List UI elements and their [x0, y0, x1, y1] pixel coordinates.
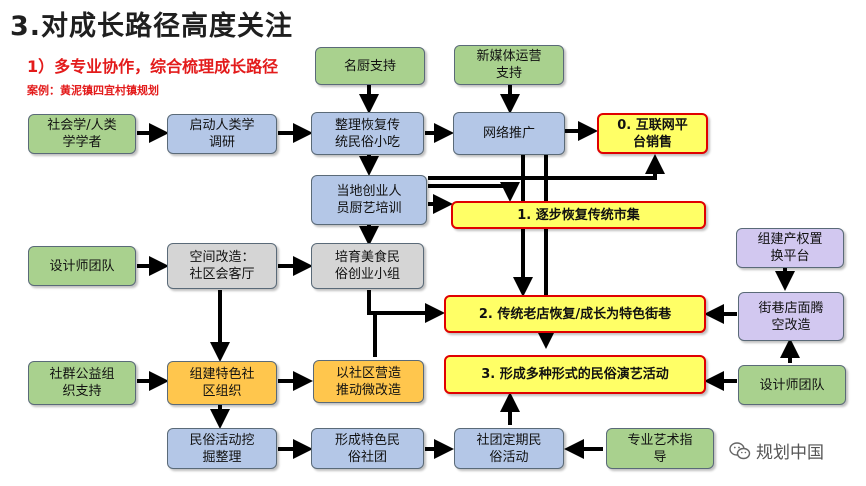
node-folk-mining: 民俗活动挖 掘整理 — [167, 428, 277, 469]
node-food-groups: 培育美食民 俗创业小组 — [311, 243, 424, 289]
node-folk-clubs: 形成特色民 俗社团 — [311, 428, 424, 469]
node-designer-team-1: 设计师团队 — [28, 246, 136, 286]
node-art-guidance: 专业艺术指 导 — [606, 428, 714, 469]
case-label: 案例：黄泥镇四宜村镇规划 — [27, 84, 159, 97]
node-designer-team-2: 设计师团队 — [738, 365, 846, 405]
node-welfare-orgs: 社群公益组 织支持 — [28, 361, 136, 405]
section-subtitle: 1）多专业协作，综合梳理成长路径 — [27, 57, 279, 76]
node-organize-snacks: 整理恢复传 统民俗小吃 — [311, 112, 424, 155]
node-chef-training: 当地创业人 员厨艺培训 — [311, 175, 427, 225]
node-folk-performances: 3. 形成多种形式的民俗演艺活动 — [444, 355, 706, 394]
watermark: 规划中国 — [728, 438, 824, 463]
node-shop-renovation: 街巷店面腾 空改造 — [738, 292, 844, 341]
node-sociologists: 社会学/人类 学学者 — [28, 114, 136, 154]
node-restore-market: 1. 逐步恢复传统市集 — [451, 201, 706, 229]
node-new-media: 新媒体运营 支持 — [454, 45, 564, 85]
page-title: 3.对成长路径高度关注 — [10, 11, 294, 42]
node-old-shops: 2. 传统老店恢复/成长为特色街巷 — [444, 295, 706, 333]
node-micro-renovation: 以社区营造 推动微改造 — [313, 360, 424, 403]
arrow-foodgroups-to-shops — [367, 290, 445, 323]
node-community-orgs: 组建特色社 区组织 — [167, 361, 277, 405]
node-anthropology-research: 启动人类学 调研 — [167, 114, 277, 154]
node-famous-chef: 名厨支持 — [315, 47, 425, 85]
watermark-text: 规划中国 — [756, 443, 824, 463]
arrow-training-to-online — [428, 154, 665, 180]
arrow-bar-to-market — [428, 182, 520, 202]
node-network-promotion: 网络推广 — [453, 112, 565, 155]
node-property-platform: 组建产权置 换平台 — [736, 228, 844, 268]
node-online-sales: 0. 互联网平 台销售 — [597, 113, 708, 154]
node-club-activities: 社团定期民 俗活动 — [454, 428, 564, 469]
wechat-icon — [729, 441, 751, 459]
node-space-renovation: 空间改造： 社区会客厅 — [167, 243, 277, 289]
